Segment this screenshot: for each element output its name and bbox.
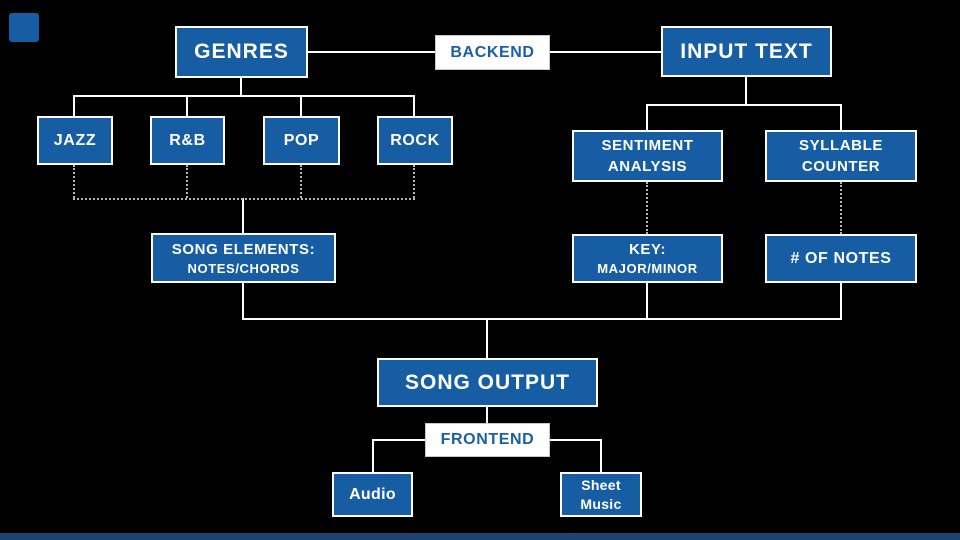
connector-jazz-drop [73, 95, 75, 116]
node-rnb-label: R&B [169, 131, 206, 149]
node-key: KEY: MAJOR/MINOR [572, 234, 723, 283]
node-key-line2: MAJOR/MINOR [597, 261, 698, 276]
node-pop: POP [263, 116, 340, 165]
connector-genres-backend [308, 51, 435, 53]
dotted-genre-bus [73, 198, 415, 200]
node-jazz-label: JAZZ [53, 131, 97, 149]
connector-sentiment-drop [646, 104, 648, 130]
node-sheet-music: Sheet Music [560, 472, 642, 517]
node-sheet-line2: Music [580, 495, 622, 512]
connector-output-frontend [486, 407, 488, 423]
node-song-elements: SONG ELEMENTS: NOTES/CHORDS [151, 233, 336, 283]
connector-syllable-drop [840, 104, 842, 130]
dotted-jazz-down [73, 165, 75, 198]
connector-output-drop [486, 318, 488, 358]
node-syllable-line1: SYLLABLE [799, 137, 883, 154]
node-sentiment-line1: SENTIMENT [601, 137, 694, 154]
dotted-pop-down [300, 165, 302, 198]
node-rnb: R&B [150, 116, 225, 165]
node-frontend: FRONTEND [425, 423, 550, 457]
connector-key-down [646, 283, 648, 319]
node-frontend-label: FRONTEND [440, 431, 535, 448]
connector-audio-drop [372, 439, 374, 472]
node-key-line1: KEY: [628, 241, 667, 258]
node-backend: BACKEND [435, 35, 550, 70]
node-audio-label: Audio [349, 485, 396, 503]
node-jazz: JAZZ [37, 116, 113, 165]
node-sentiment-line2: ANALYSIS [607, 158, 688, 175]
node-song-output-label: SONG OUTPUT [404, 370, 570, 394]
connector-backend-inputtext [550, 51, 661, 53]
connector-pop-drop [300, 95, 302, 116]
connector-notes-down [840, 283, 842, 319]
connector-genres-elements-drop [242, 198, 244, 233]
dotted-syllable-notes [840, 182, 842, 234]
connector-genres-down [240, 78, 242, 96]
node-backend-label: BACKEND [450, 43, 535, 61]
connector-rock-drop [413, 95, 415, 116]
node-syllable-counter: SYLLABLE COUNTER [765, 130, 917, 182]
decorative-blue-square [9, 13, 39, 42]
connector-frontend-left-h [372, 439, 425, 441]
node-song-output: SONG OUTPUT [377, 358, 598, 407]
node-input-text-label: INPUT TEXT [680, 39, 813, 63]
dotted-rock-down [413, 165, 415, 198]
footer-accent-bar [0, 533, 960, 540]
node-genres: GENRES [175, 26, 308, 78]
node-genres-label: GENRES [194, 40, 289, 63]
node-song-elements-line2: NOTES/CHORDS [187, 260, 300, 276]
connector-rnb-drop [186, 95, 188, 116]
connector-sheet-drop [600, 439, 602, 472]
node-input-text: INPUT TEXT [661, 26, 832, 77]
node-pop-label: POP [283, 131, 320, 149]
node-sentiment-analysis: SENTIMENT ANALYSIS [572, 130, 723, 182]
node-sheet-line1: Sheet [581, 476, 621, 493]
connector-inputtext-down [745, 77, 747, 104]
node-num-notes: # OF NOTES [765, 234, 917, 283]
node-num-notes-label: # OF NOTES [790, 249, 892, 267]
connector-frontend-right-h [550, 439, 602, 441]
node-syllable-line2: COUNTER [801, 158, 881, 175]
node-song-elements-line1: SONG ELEMENTS: [171, 240, 316, 258]
dotted-rnb-down [186, 165, 188, 198]
node-audio: Audio [332, 472, 413, 517]
dotted-sentiment-key [646, 182, 648, 234]
node-rock: ROCK [377, 116, 453, 165]
connector-inputtext-bus [646, 104, 842, 106]
connector-elements-down [242, 283, 244, 319]
connector-output-bus [242, 318, 842, 320]
node-rock-label: ROCK [390, 131, 440, 149]
connector-genres-bus [74, 95, 415, 97]
